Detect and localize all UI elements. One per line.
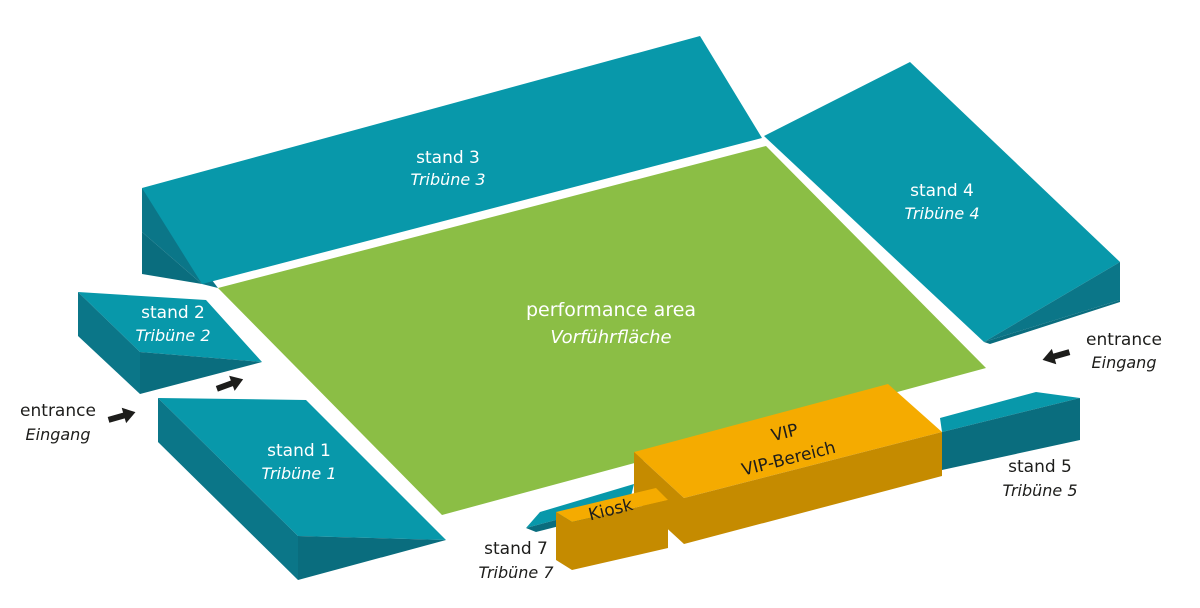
stand-3-label-de: Tribüne 3 <box>410 170 485 189</box>
stand-5[interactable] <box>940 392 1080 470</box>
entrance-right-label-de: Eingang <box>1092 353 1157 372</box>
stand-1-label: stand 1 <box>267 441 331 461</box>
stand-7-label-de: Tribüne 7 <box>478 563 554 582</box>
stand-5-label: stand 5 <box>1008 457 1072 477</box>
stand-3-label: stand 3 <box>416 148 480 168</box>
stand-2-label-de: Tribüne 2 <box>135 326 210 345</box>
stand-4-label-de: Tribüne 4 <box>904 204 979 223</box>
stand-5-label-de: Tribüne 5 <box>1002 481 1077 500</box>
performance-area-label-de: Vorführfläche <box>550 327 671 348</box>
performance-area-label: performance area <box>526 299 696 321</box>
stand-3[interactable] <box>142 36 762 288</box>
stand-2-label: stand 2 <box>141 303 205 323</box>
stand-4-label: stand 4 <box>910 181 974 201</box>
performance-area[interactable] <box>218 146 986 515</box>
stand-1[interactable] <box>158 398 446 580</box>
stand-7-label: stand 7 <box>484 539 548 559</box>
arrow-right-icon <box>215 375 244 392</box>
arrow-left-icon <box>1042 348 1071 365</box>
stand-1-label-de: Tribüne 1 <box>261 464 336 483</box>
entrance-left-label: entrance <box>20 401 96 421</box>
kiosk[interactable] <box>556 488 668 570</box>
stand-2[interactable] <box>78 292 262 394</box>
stand-4[interactable] <box>764 62 1120 344</box>
arrow-right-icon <box>107 407 136 424</box>
entrance-right-label: entrance <box>1086 330 1162 350</box>
entrance-left-label-de: Eingang <box>26 425 91 444</box>
